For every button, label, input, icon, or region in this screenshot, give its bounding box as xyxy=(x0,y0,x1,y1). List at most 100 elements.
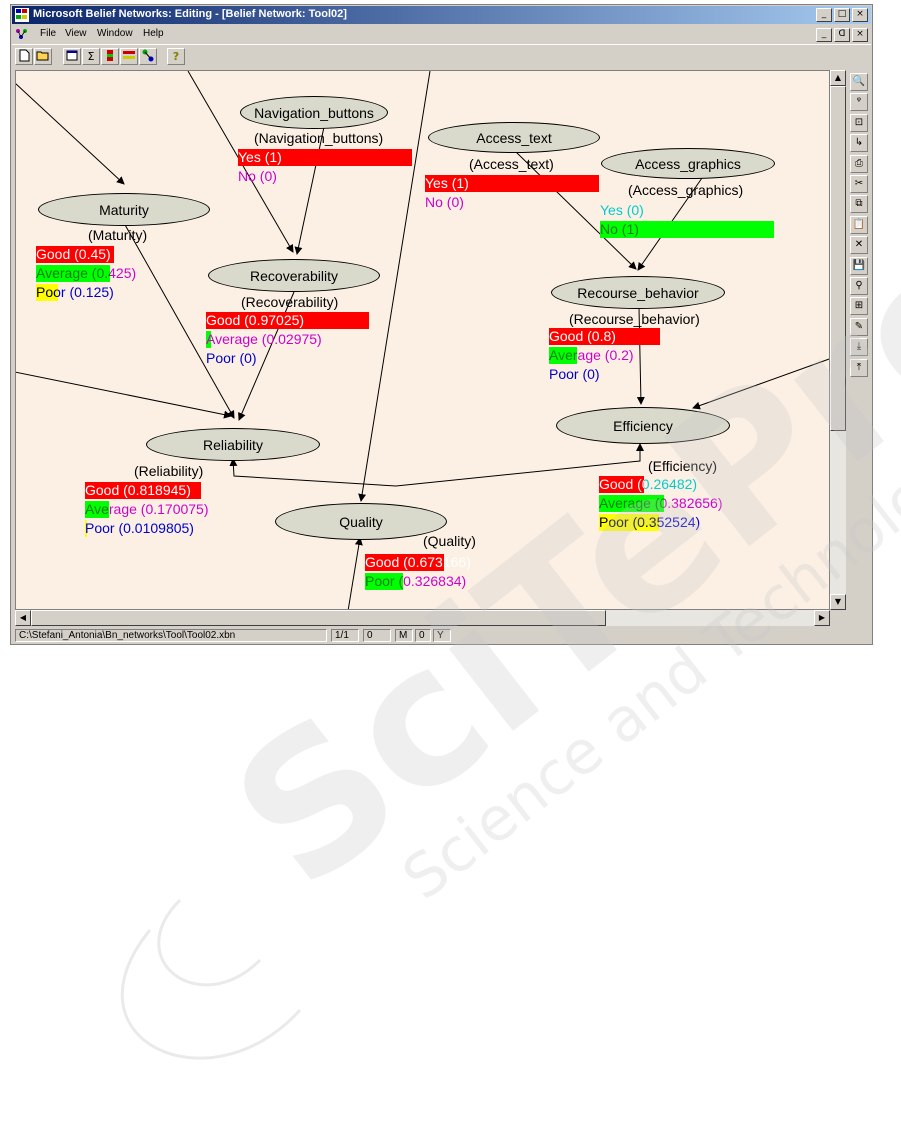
state-row[interactable]: Yes (1) xyxy=(425,175,659,192)
state-row[interactable]: Good (0.818945) xyxy=(85,482,287,499)
state-row[interactable]: No (0) xyxy=(238,168,472,185)
node-recourse-behavior[interactable]: Recourse_behavior xyxy=(551,276,725,309)
state-label: Yes (1) xyxy=(238,149,282,165)
arc-top-left-to-maturity xyxy=(16,83,125,185)
doc-close-button[interactable]: × xyxy=(852,28,868,42)
node-reliability[interactable]: Reliability xyxy=(146,428,320,461)
node-access-graphics[interactable]: Access_graphics xyxy=(601,148,775,179)
delete-icon[interactable]: ✕ xyxy=(850,236,868,255)
state-row[interactable]: Good (0.26482) xyxy=(599,476,829,493)
paste-icon[interactable]: 📋 xyxy=(850,215,868,234)
download-icon[interactable]: ⤓ xyxy=(850,338,868,357)
menu-view[interactable]: View xyxy=(65,28,87,39)
properties-icon[interactable] xyxy=(63,48,81,65)
state-row[interactable]: Average (0.425) xyxy=(36,265,270,282)
menu-help[interactable]: Help xyxy=(143,28,164,39)
probability-bar xyxy=(365,573,404,590)
scroll-left-icon[interactable]: ◀ xyxy=(15,610,31,626)
state-row[interactable]: Poor (0) xyxy=(206,350,434,367)
doc-restore-button[interactable]: ᗡ xyxy=(834,28,850,42)
vertical-scrollbar[interactable]: ▲ ▼ xyxy=(830,70,846,610)
new-file-icon[interactable] xyxy=(15,48,33,65)
state-row[interactable]: No (0) xyxy=(425,194,659,211)
state-row[interactable]: No (1) xyxy=(600,221,829,238)
network-canvas[interactable]: Navigation_buttons(Navigation_buttons) Ye… xyxy=(15,70,830,610)
state-row[interactable]: Poor (0.125) xyxy=(36,284,270,301)
probability-bar xyxy=(600,221,774,238)
state-label: Good (0.8) xyxy=(549,328,616,344)
minimize-button[interactable]: _ xyxy=(816,8,832,22)
state-row[interactable]: Average (0.382656) xyxy=(599,495,829,512)
state-row[interactable]: Good (0.8) xyxy=(549,328,748,345)
state-label: No (1) xyxy=(600,221,639,237)
state-label: Poor (0.0109805) xyxy=(85,520,194,536)
node-recoverability[interactable]: Recoverability xyxy=(208,259,380,292)
print-icon[interactable]: ⎙ xyxy=(850,154,868,173)
find-icon[interactable]: ⚲ xyxy=(850,277,868,295)
state-row[interactable]: Good (0.97025) xyxy=(206,312,434,329)
state-label: Average (0.02975) xyxy=(206,331,322,347)
doc-minimize-button[interactable]: _ xyxy=(816,28,832,42)
state-row[interactable]: Good (0.673166) xyxy=(365,554,542,571)
upload-icon[interactable]: ⤒ xyxy=(850,358,868,377)
state-row[interactable]: Average (0.02975) xyxy=(206,331,434,348)
window-title: Microsoft Belief Networks: Editing - [Be… xyxy=(33,8,347,20)
open-folder-icon[interactable] xyxy=(34,48,52,65)
node-recourse-behavior-title: (Recourse_behavior) xyxy=(569,311,700,327)
node-icon[interactable] xyxy=(101,48,119,65)
help-icon[interactable]: ? xyxy=(167,48,185,65)
horizontal-scroll-thumb[interactable] xyxy=(31,610,606,626)
node-maturity[interactable]: Maturity xyxy=(38,193,210,226)
states-icon[interactable] xyxy=(120,48,138,65)
state-label: No (0) xyxy=(238,168,277,184)
scroll-right-icon[interactable]: ▶ xyxy=(814,610,830,626)
state-label: Poor (0.125) xyxy=(36,284,114,300)
vertical-scroll-thumb[interactable] xyxy=(830,86,846,431)
zoom-small-icon[interactable]: ᵠ xyxy=(850,93,868,112)
state-label: Good (0.818945) xyxy=(85,482,191,498)
node-efficiency[interactable]: Efficiency xyxy=(556,407,730,444)
copy-icon[interactable]: ⧉ xyxy=(850,195,868,214)
probability-bar xyxy=(85,482,202,499)
state-row[interactable]: Average (0.170075) xyxy=(85,501,287,518)
menu-file[interactable]: File xyxy=(40,28,57,39)
state-row[interactable]: Yes (1) xyxy=(238,149,472,166)
save-icon[interactable]: 💾 xyxy=(850,256,868,275)
node-quality[interactable]: Quality xyxy=(275,503,447,540)
arc-navigation-to-recoverability xyxy=(294,126,325,255)
status-y-label: Y xyxy=(433,629,451,642)
network-icon[interactable] xyxy=(139,48,157,65)
zoom-fit-icon[interactable]: ⊡ xyxy=(850,113,868,132)
probability-bar xyxy=(599,514,659,531)
close-button[interactable]: × xyxy=(852,8,868,22)
node-access-text[interactable]: Access_text xyxy=(428,122,600,153)
node-navigation-buttons[interactable]: Navigation_buttons xyxy=(240,96,388,129)
arc-left-to-reliability xyxy=(16,371,232,419)
arc-quality-to-efficiency xyxy=(395,443,644,487)
layout-icon[interactable]: ⊞ xyxy=(850,297,868,316)
scroll-down-icon[interactable]: ▼ xyxy=(830,594,846,610)
arc-icon[interactable]: ↳ xyxy=(850,134,868,153)
state-label: Poor (0) xyxy=(549,366,600,382)
zoom-in-icon[interactable]: 🔍 xyxy=(850,73,868,91)
edit-node-icon[interactable]: ✎ xyxy=(850,317,868,336)
state-row[interactable]: Poor (0) xyxy=(549,366,748,383)
status-page: 1/1 xyxy=(331,629,359,642)
scroll-up-icon[interactable]: ▲ xyxy=(830,70,846,86)
cut-icon[interactable]: ✂ xyxy=(850,175,868,193)
state-row[interactable]: Good (0.45) xyxy=(36,246,270,263)
state-row[interactable]: Poor (0.326834) xyxy=(365,573,542,590)
node-navigation-buttons-title: (Navigation_buttons) xyxy=(254,130,384,146)
state-row[interactable]: Yes (0) xyxy=(600,202,829,219)
sigma-icon[interactable]: Σ xyxy=(82,48,100,65)
document-icon[interactable] xyxy=(15,28,29,40)
arc-top-to-quality xyxy=(358,71,431,502)
state-row[interactable]: Poor (0.0109805) xyxy=(85,520,287,537)
state-row[interactable]: Average (0.2) xyxy=(549,347,748,364)
title-bar[interactable]: Microsoft Belief Networks: Editing - [Be… xyxy=(12,6,871,24)
node-efficiency-title: (Efficiency) xyxy=(648,458,717,474)
menu-window[interactable]: Window xyxy=(97,28,133,39)
maximize-button[interactable]: □ xyxy=(834,8,850,22)
state-row[interactable]: Poor (0.352524) xyxy=(599,514,829,531)
horizontal-scrollbar[interactable]: ◀ ▶ xyxy=(15,610,830,626)
